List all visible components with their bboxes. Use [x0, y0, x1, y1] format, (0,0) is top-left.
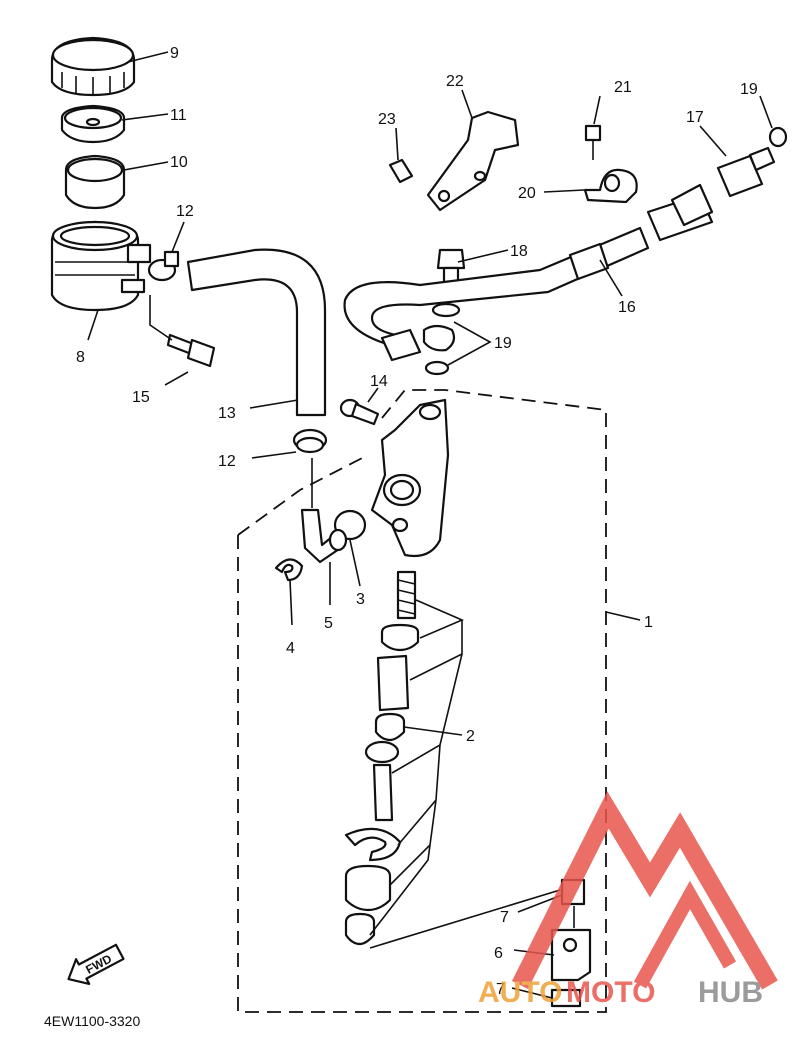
label-12-top: 12 — [176, 203, 194, 220]
label-16: 16 — [618, 299, 636, 316]
label-5: 5 — [324, 615, 333, 632]
watermark-moto: MOTO — [566, 976, 655, 1009]
label-12-lower: 12 — [218, 453, 236, 470]
label-4: 4 — [286, 640, 295, 657]
hose-end-fitting — [380, 328, 422, 362]
watermark-logo: AUTO MOTO HUB — [478, 791, 778, 1009]
drawing-code: 4EW1100-3320 — [44, 1013, 140, 1029]
watermark-triangle-icon — [511, 791, 778, 990]
label-1: 1 — [644, 614, 653, 631]
label-18: 18 — [510, 243, 528, 260]
washer-19a — [431, 302, 461, 318]
reservoir-tank — [50, 220, 152, 312]
hose-guide — [583, 124, 638, 204]
circlip-4 — [274, 558, 304, 582]
reservoir-cap — [50, 36, 136, 97]
label-19-lower: 19 — [494, 335, 512, 352]
label-9: 9 — [170, 45, 179, 62]
washer-19c — [768, 126, 788, 148]
bolt-15 — [166, 333, 216, 368]
hose-clamp-lower — [292, 428, 328, 454]
watermark-auto: AUTO — [478, 976, 562, 1009]
label-20: 20 — [518, 185, 536, 202]
label-7-upper: 7 — [500, 909, 509, 926]
assembly-outline — [237, 389, 607, 1013]
label-2: 2 — [466, 728, 475, 745]
hose-adapter — [646, 146, 776, 242]
brake-hose — [343, 226, 650, 347]
reservoir-hose — [186, 248, 327, 417]
label-6: 6 — [494, 945, 503, 962]
screw-14 — [339, 398, 380, 426]
label-22: 22 — [446, 73, 464, 90]
washer-19b — [424, 360, 450, 376]
leader-lines — [87, 51, 773, 999]
label-21: 21 — [614, 79, 632, 96]
label-19-upper: 19 — [740, 81, 758, 98]
forward-arrow: FWD — [67, 943, 125, 986]
label-15: 15 — [132, 389, 150, 406]
label-13: 13 — [218, 405, 236, 422]
label-11: 11 — [170, 107, 187, 124]
hose-sleeve — [568, 242, 610, 281]
label-23: 23 — [378, 111, 396, 128]
hose-clamp-top — [147, 250, 180, 282]
label-17: 17 — [686, 109, 704, 126]
watermark-hub: HUB — [698, 976, 763, 1009]
label-8: 8 — [76, 349, 85, 366]
master-cylinder-body — [370, 398, 450, 558]
label-10: 10 — [170, 154, 188, 171]
hose-bracket — [388, 110, 520, 212]
piston-kit — [344, 570, 420, 946]
label-14: 14 — [370, 373, 388, 390]
diaphragm — [64, 154, 126, 210]
label-7-lower: 7 — [496, 981, 505, 998]
diaphragm-plate — [60, 104, 126, 144]
label-3: 3 — [356, 591, 365, 608]
hose-joint — [300, 508, 348, 564]
banjo-fitting — [422, 324, 456, 352]
watermark-inner-shape — [633, 880, 737, 989]
